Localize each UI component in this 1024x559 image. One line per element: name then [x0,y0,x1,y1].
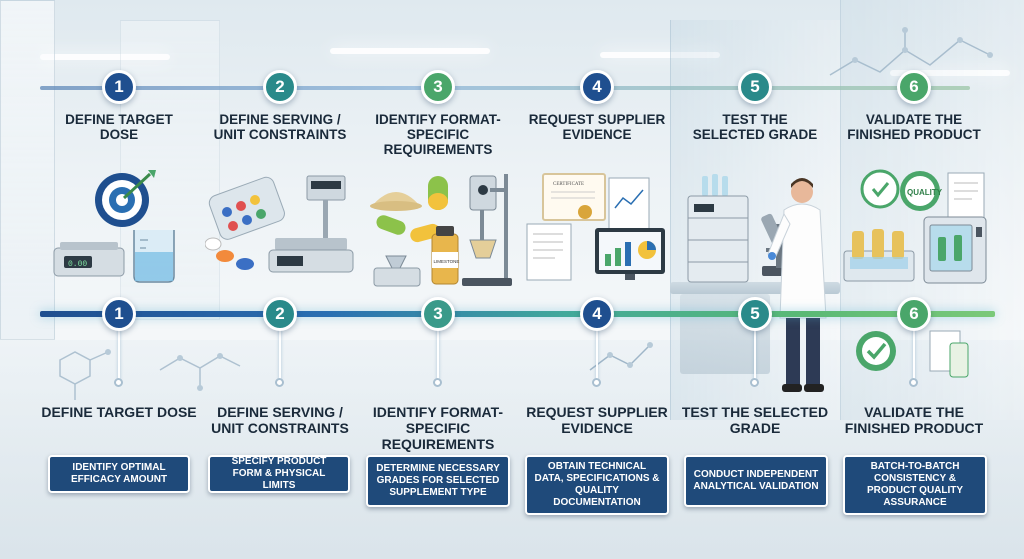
step-title-bottom: REQUEST SUPPLIER EVIDENCE [526,404,668,436]
step-number-main: 3 [421,297,455,331]
step-description: IDENTIFY OPTIMAL EFFICACY AMOUNT [48,455,190,493]
step-5-illustration [687,174,827,392]
step-number-main: 2 [263,297,297,331]
step-description: DETERMINE NECESSARY GRADES FOR SELECTED … [366,455,510,507]
document-icon [929,330,969,378]
step-2-illustration [205,175,354,273]
document-icon [947,172,985,220]
top-timeline [40,86,970,90]
step-number-top: 6 [897,70,931,104]
incubator-icon [923,216,987,284]
beaker-icon [133,230,175,283]
step-4-illustration: CERTIFICATE [526,173,665,281]
connector-dot [114,378,123,387]
quality-seal-icon: QUALITY [860,169,943,211]
ceiling-light [600,52,720,58]
molecule-icon [59,349,241,400]
connector-dot [275,378,284,387]
ceiling-light [890,70,1010,76]
step-number-main: 6 [897,297,931,331]
step-description: CONDUCT INDEPENDENT ANALYTICAL VALIDATIO… [684,455,828,507]
step-title-top: REQUEST SUPPLIER EVIDENCE [528,112,666,142]
ceiling-light [330,48,490,54]
step-number-top: 3 [421,70,455,104]
connector [596,330,598,380]
step-number-main: 5 [738,297,772,331]
mixer-icon [462,174,512,286]
lab-window [0,0,55,340]
ceiling-light [40,54,170,60]
step-6-illustration: QUALITY [843,169,987,284]
step-description: OBTAIN TECHNICAL DATA, SPECIFICATIONS & … [525,455,669,515]
step-number-main: 4 [580,297,614,331]
connector-dot [750,378,759,387]
bath-apparatus-icon [843,229,915,282]
monitor-chart-icon [595,228,665,280]
connector-dot [433,378,442,387]
step-number-top: 4 [580,70,614,104]
funnel-icon [373,255,421,287]
step-3-illustration: LIMESTONE [370,174,512,287]
step-title-bottom: IDENTIFY FORMAT-SPECIFIC REQUIREMENTS [372,404,504,452]
bottle-icon: LIMESTONE [431,226,460,285]
main-timeline [40,311,995,317]
target-icon [95,170,156,227]
scale-icon: 0.00 [53,242,125,277]
hplc-machine-icon [687,174,749,283]
connector [279,330,281,380]
lab-floor [0,340,1024,559]
connector [913,330,915,380]
bottle-label: LIMESTONE [434,259,460,264]
step-title-bottom: DEFINE SERVING / UNIT CONSTRAINTS [211,404,349,436]
pills-icon [205,176,285,270]
certificate-label: CERTIFICATE [553,182,584,187]
step-number-main: 1 [102,297,136,331]
step-1-illustration: 0.00 [53,170,175,283]
molecule-icon [829,27,993,76]
connector [118,330,120,380]
certificate-icon: CERTIFICATE [542,173,606,221]
molecule-icon [589,342,653,371]
scientist-icon [767,178,827,392]
step-title-bottom: TEST THE SELECTED GRADE [681,404,829,436]
step-description: BATCH-TO-BATCH CONSISTENCY & PRODUCT QUA… [843,455,987,515]
documents-icon [526,177,650,281]
step-6-bottom-illustration [856,330,969,378]
connector-dot [592,378,601,387]
scale-icon [268,175,354,273]
powder-icon [370,192,422,211]
step-title-bottom: VALIDATE THE FINISHED PRODUCT [844,404,984,436]
step-title-bottom: DEFINE TARGET DOSE [41,404,197,420]
connector [437,330,439,380]
quality-seal-icon [856,331,896,371]
step-title-top: TEST THE SELECTED GRADE [692,112,818,142]
step-title-top: VALIDATE THE FINISHED PRODUCT [847,112,981,142]
step-number-top: 5 [738,70,772,104]
step-description: SPECIFY PRODUCT FORM & PHYSICAL LIMITS [208,455,350,493]
quality-seal-label: QUALITY [907,188,943,197]
step-title-top: IDENTIFY FORMAT-SPECIFIC REQUIREMENTS [375,112,501,157]
step-title-top: DEFINE TARGET DOSE [65,112,173,142]
step-number-top: 2 [263,70,297,104]
step-number-top: 1 [102,70,136,104]
connector-dot [909,378,918,387]
capsule-icon [376,176,448,243]
svg-text:0.00: 0.00 [68,260,87,269]
step-title-top: DEFINE SERVING / UNIT CONSTRAINTS [213,112,347,142]
connector [754,330,756,380]
